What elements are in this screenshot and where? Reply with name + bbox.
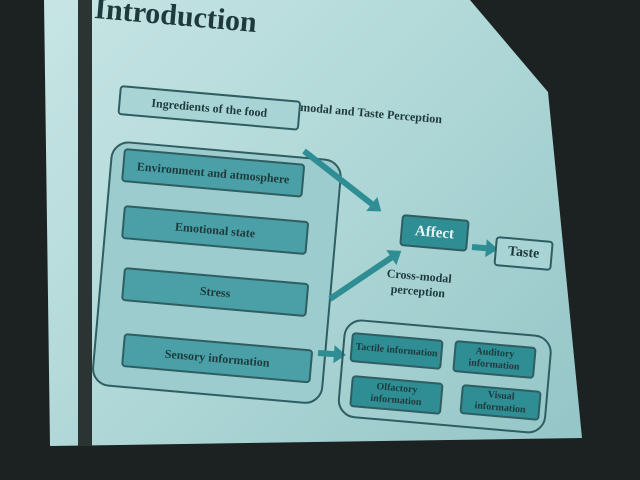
ingredients-box: Ingredients of the food — [117, 85, 302, 131]
affect-box: Affect — [399, 214, 470, 252]
slide-edge-bar — [78, 0, 92, 446]
arrow-affect-to-taste — [471, 244, 489, 252]
taste-box: Taste — [493, 236, 554, 271]
slide-title: Introduction — [93, 0, 259, 40]
arrow-sensory-to-senses — [317, 350, 337, 358]
cross-modal-label: Cross-modal perception — [386, 266, 453, 301]
